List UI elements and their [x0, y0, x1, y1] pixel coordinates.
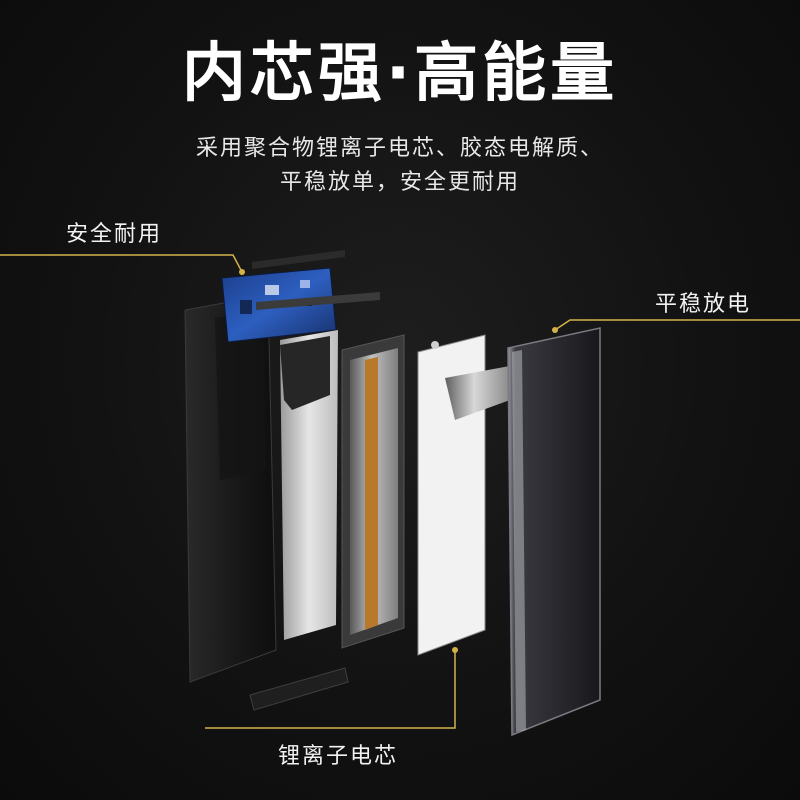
callout-lines — [0, 254, 800, 729]
white-plate — [417, 334, 510, 656]
pcb-board — [221, 250, 380, 343]
back-panel — [184, 294, 277, 683]
white-separator — [280, 330, 338, 640]
page-title: 内芯强·高能量 — [181, 37, 619, 111]
cell-core — [341, 334, 405, 649]
bottom-end-cap — [249, 667, 349, 711]
callout-discharge: 平稳放电 — [655, 292, 752, 317]
callout-cell: 锂离子电芯 — [278, 744, 399, 769]
outer-shell — [507, 327, 601, 737]
subtitle-line-2: 平稳放单，安全更耐用 — [279, 170, 520, 195]
subtitle-line-1: 采用聚合物锂离子电芯、胶态电解质、 — [195, 136, 604, 161]
callout-safety: 安全耐用 — [66, 222, 163, 247]
subtitle: 采用聚合物锂离子电芯、胶态电解质、 平稳放单，安全更耐用 — [0, 132, 800, 200]
